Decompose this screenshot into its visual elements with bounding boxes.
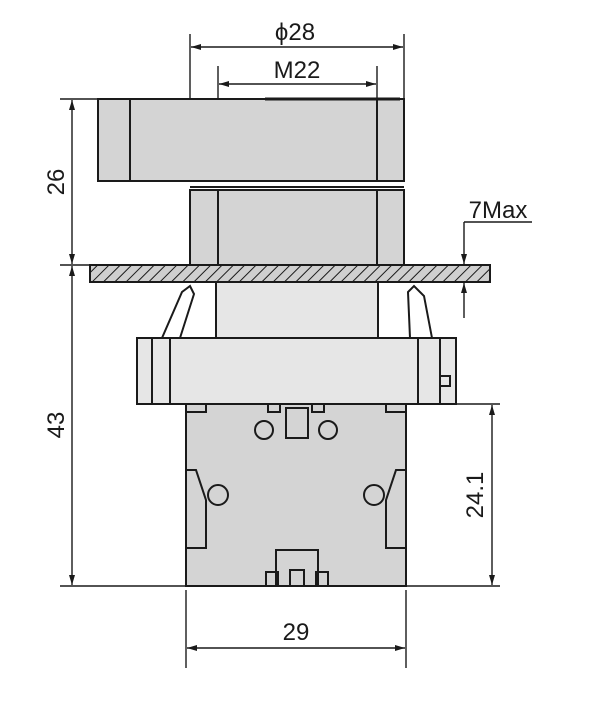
dim-diameter-label: ϕ28: [275, 19, 315, 46]
dim-diameter-28: ϕ28: [189, 19, 405, 99]
dim-depth-label: 43: [43, 412, 70, 439]
dim-width-29: 29: [185, 590, 407, 668]
dim-head-26: 26: [43, 98, 98, 266]
operator-head: [97, 97, 405, 182]
mounting-body: [189, 189, 405, 266]
dim-block-height-label: 24.1: [462, 472, 489, 519]
right-spring-clip: [406, 284, 433, 339]
dim-thread-m22: M22: [217, 57, 378, 99]
dim-panel-7max: 7Max: [461, 197, 532, 318]
thread-body: [215, 281, 379, 339]
mounting-collar: [136, 337, 457, 405]
dim-head-label: 26: [43, 169, 70, 196]
dim-panel-label: 7Max: [469, 197, 528, 224]
dim-thread-label: M22: [274, 57, 321, 84]
dim-block-24-1: 24.1: [406, 403, 500, 587]
left-spring-clip: [161, 284, 196, 339]
dim-width-label: 29: [283, 619, 310, 646]
panel-section: [89, 264, 491, 283]
dim-depth-43: 43: [43, 266, 186, 587]
contact-block: [185, 403, 407, 587]
